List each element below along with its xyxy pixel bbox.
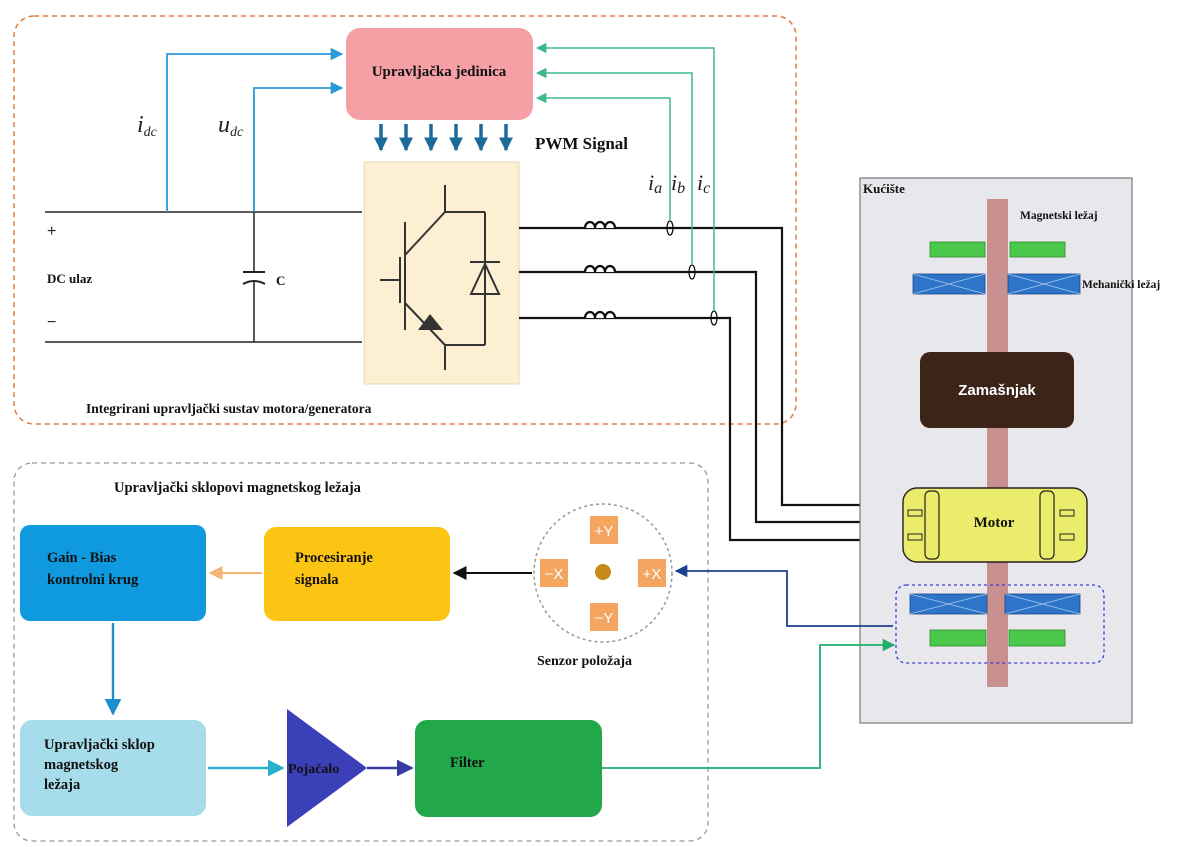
idc-label: idc	[137, 112, 158, 140]
magnetic-bearing-left-top	[929, 241, 986, 258]
inverter-box	[363, 161, 520, 385]
amplifier-label: Pojačalo	[288, 762, 339, 777]
igbt-arrow-head	[418, 314, 443, 330]
pwm-signal-label: PWM Signal	[535, 134, 628, 153]
top-section-frame	[13, 15, 797, 425]
diode-triangle	[469, 261, 501, 295]
ia-label: ia	[648, 170, 662, 197]
filter-label: Filter	[450, 755, 485, 771]
ic-feedback-line	[535, 42, 715, 311]
igbt-symbol	[380, 185, 500, 370]
udc-feedback-line	[253, 81, 344, 212]
sensor-label: Senzor položaja	[537, 654, 632, 669]
bottom-section-title: Upravljački sklopovi magnetskog ležaja	[114, 480, 362, 496]
phase-b-line	[519, 270, 904, 530]
inductors	[583, 220, 617, 319]
housing-title: Kućište	[863, 181, 905, 196]
dc-plus-sign: +	[47, 223, 56, 240]
sensor-tab-nx	[540, 559, 568, 587]
mechanical-bearing-bottom	[909, 593, 1081, 615]
ic-label: ic	[697, 170, 710, 197]
flywheel-box	[920, 352, 1074, 428]
filter-to-bearing-line	[602, 638, 896, 769]
dc-minus-sign: −	[47, 314, 56, 331]
idc-feedback-line	[166, 47, 344, 212]
filter-block	[415, 720, 602, 817]
udc-label: udc	[218, 112, 244, 140]
capacitor-label: C	[276, 273, 285, 288]
control-unit-box	[346, 28, 533, 120]
magnetic-bearing-label: Magnetski ležaj	[1020, 210, 1098, 222]
magnetic-bearing-left-bottom	[929, 629, 987, 647]
mechanical-bearing-label: Mehanički ležaj	[1082, 279, 1160, 291]
phase-c-line	[519, 316, 904, 548]
ib-label: ib	[671, 170, 685, 197]
sensor-tab-ny	[590, 603, 618, 631]
capacitor	[242, 212, 266, 342]
bearing-control-block	[20, 720, 206, 816]
motor-label: Motor	[974, 515, 1015, 531]
signal-processing-block	[264, 527, 450, 621]
top-section-title: Integrirani upravljački sustav motora/ge…	[86, 401, 372, 416]
ib-feedback-line	[535, 67, 693, 265]
flywheel-label: Zamašnjak	[958, 382, 1036, 399]
control-unit-label: Upravljačka jedinica	[372, 64, 507, 80]
sensor-tab-py	[590, 516, 618, 544]
sensor-px-label: +X	[643, 566, 662, 583]
magnetic-bearing-right-top	[1009, 241, 1066, 258]
bearing-to-sensor-line	[674, 564, 893, 627]
gain-bias-block	[20, 525, 206, 621]
ia-feedback-line	[535, 92, 671, 221]
sensor-tab-px	[638, 559, 666, 587]
sensor-nx-label: −X	[545, 566, 564, 583]
sensor-ny-label: −Y	[595, 610, 614, 627]
shaft	[987, 199, 1008, 687]
phase-a-line	[519, 226, 904, 513]
sensor-center-dot	[595, 564, 611, 580]
bottom-section-frame	[13, 462, 709, 842]
sensor-py-label: +Y	[595, 523, 614, 540]
mechanical-bearing-top	[912, 273, 1081, 295]
motor-body	[902, 487, 1088, 563]
magnetic-bearing-right-bottom	[1008, 629, 1066, 647]
dc-input-label: DC ulaz	[47, 271, 92, 286]
pwm-arrows	[374, 124, 513, 152]
amplifier-triangle	[287, 709, 367, 827]
